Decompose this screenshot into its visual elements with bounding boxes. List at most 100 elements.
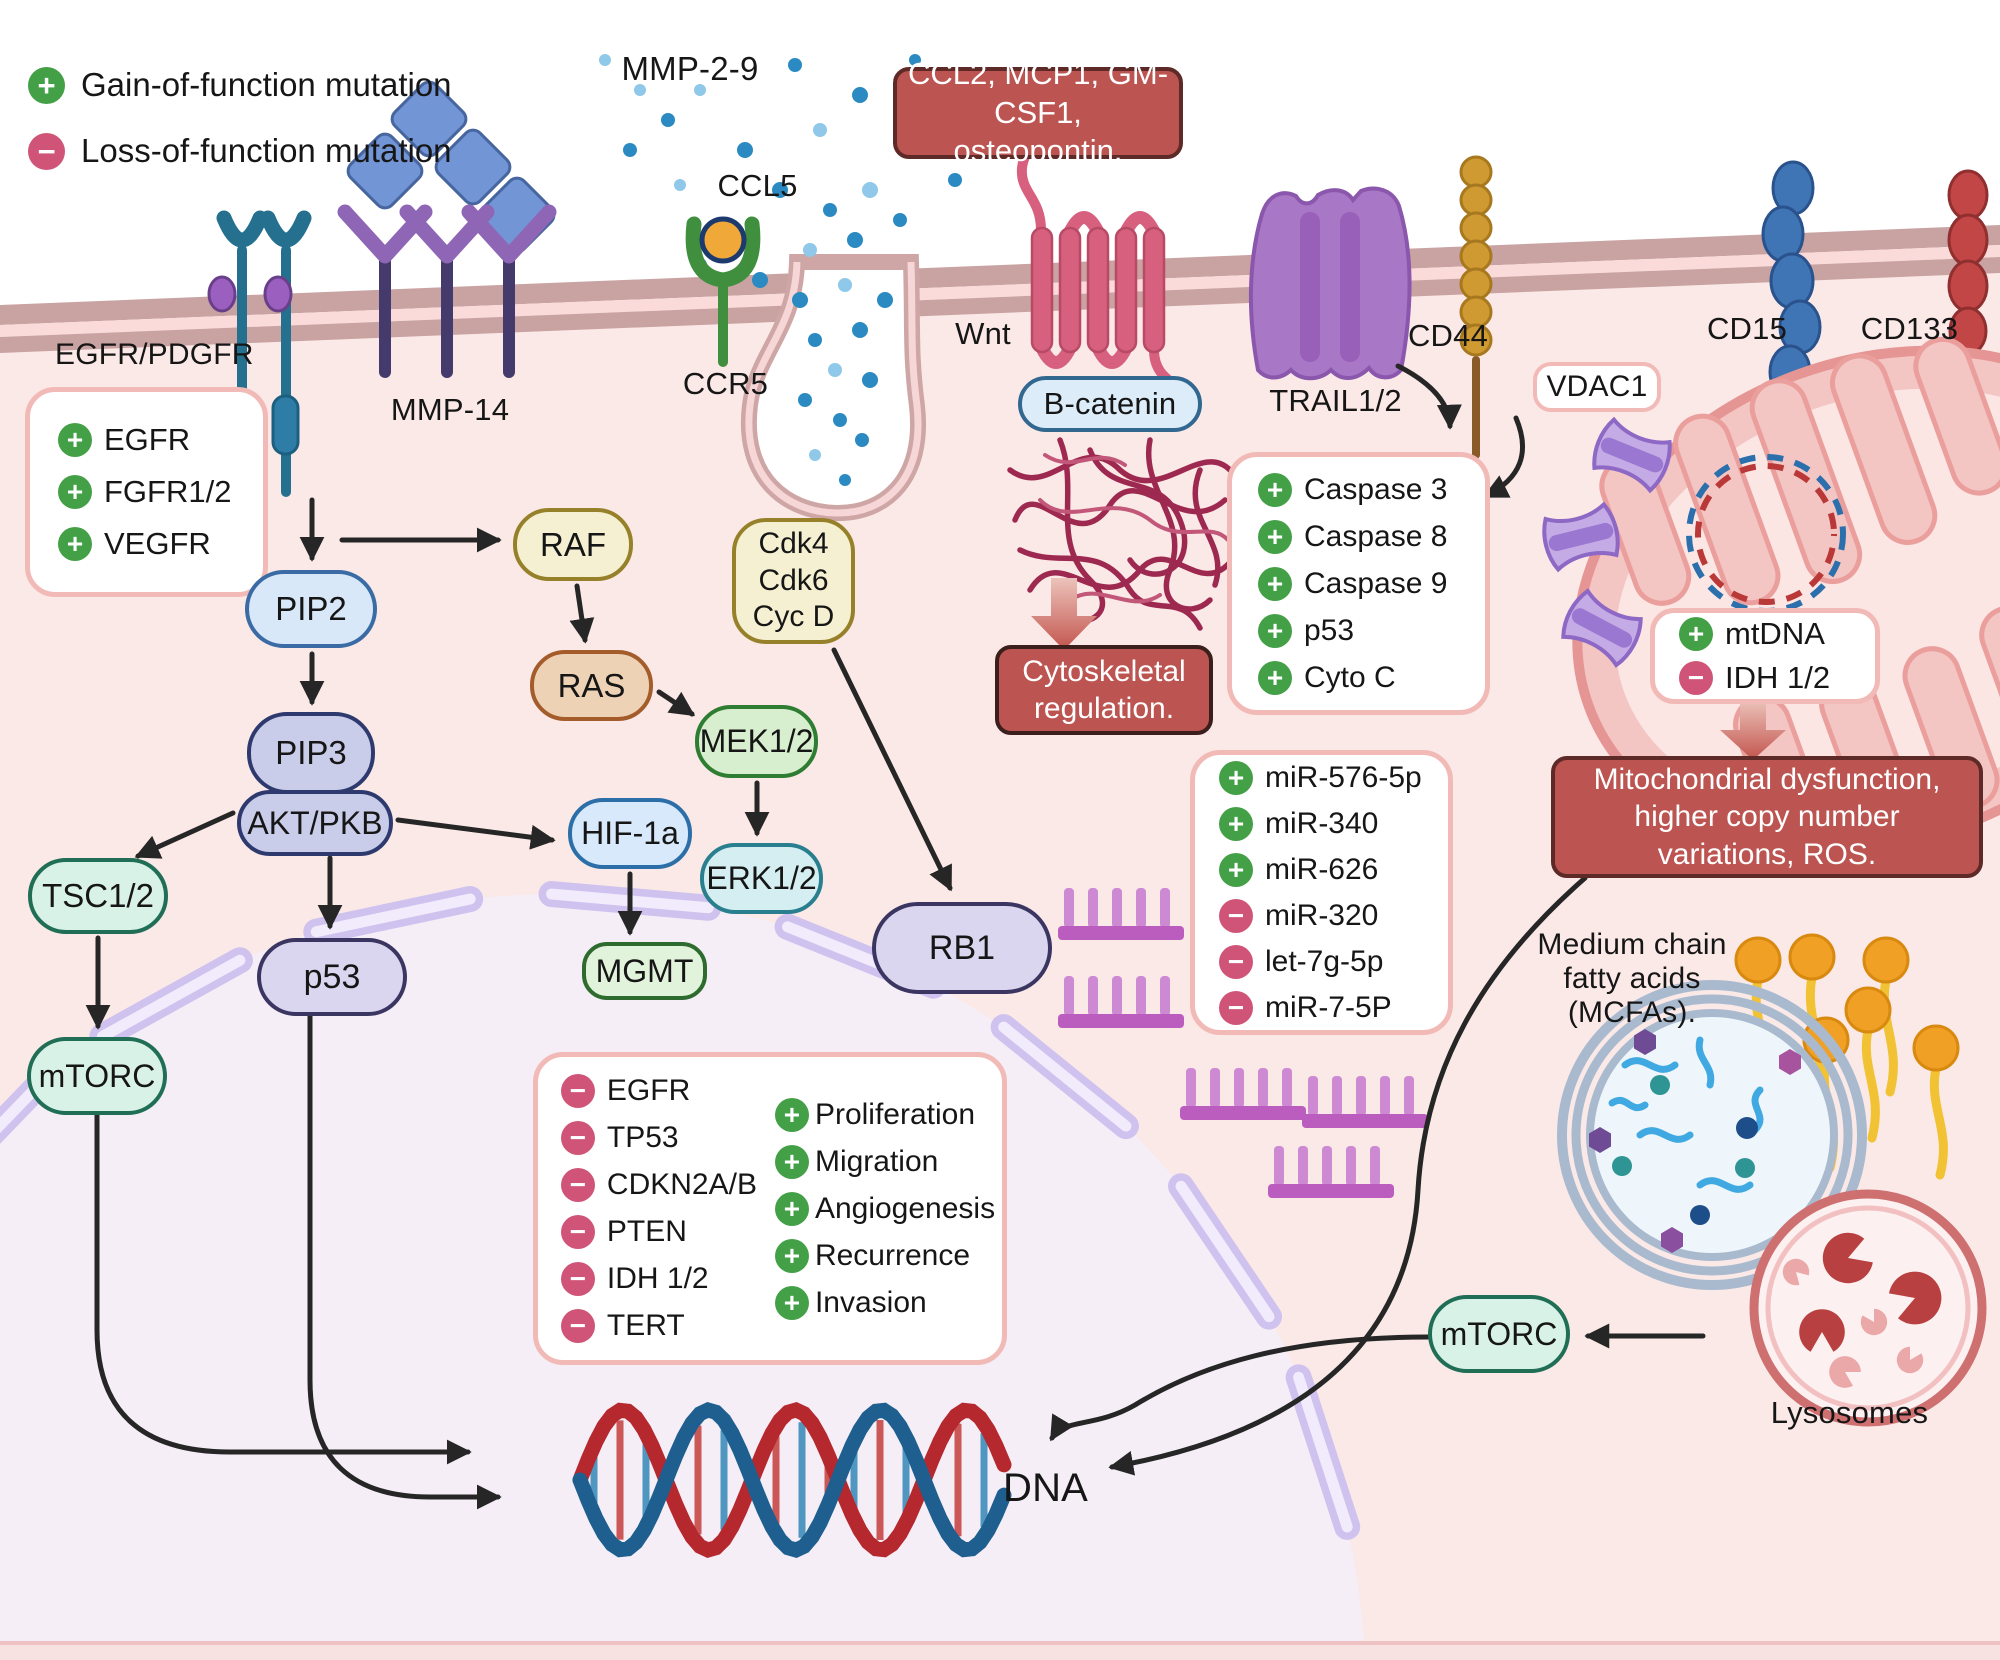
- list-item: −miR-320: [1219, 898, 1438, 933]
- item-label: EGFR: [606, 1074, 691, 1107]
- lysosomal-enzymes: [1799, 1232, 1942, 1352]
- ligand-icon: [263, 275, 293, 313]
- item-label: Cyto C: [1304, 660, 1396, 694]
- arrow-akt-to-tsc: [134, 810, 236, 859]
- bottom-membrane-strip: [0, 1641, 2000, 1660]
- endocytic-pit: [740, 254, 927, 522]
- mito-dysfunction-box: Mitochondrial dysfunction, higher copy n…: [1551, 756, 1983, 878]
- dna-helix: [572, 1402, 1012, 1558]
- list-item: +Invasion: [774, 1285, 995, 1320]
- cytoskeletal-box: Cytoskeletal regulation.: [995, 645, 1213, 735]
- list-item: +Angiogenesis: [774, 1191, 996, 1226]
- effects-column: +Proliferation +Migration +Angiogenesis …: [774, 1097, 996, 1320]
- receptor-mutation-box: +EGFR + FGFR1/2 + VEGFR: [25, 387, 268, 597]
- list-item: +mtDNA: [1679, 616, 1865, 652]
- item-label: miR-626: [1265, 852, 1379, 886]
- node-p53: p53: [257, 938, 407, 1016]
- genes-column: −EGFR −TP53 −CDKN2A/B −PTEN −IDH 1/2 −TE…: [560, 1074, 757, 1343]
- list-item: −TERT: [560, 1309, 757, 1343]
- item-label: Angiogenesis: [814, 1191, 996, 1225]
- mirna-comb-icon: [1302, 1076, 1428, 1128]
- list-item: −let-7g-5p: [1219, 944, 1438, 979]
- caspase-box: +Caspase 3 +Caspase 8 +Caspase 9 +p53 +C…: [1227, 452, 1490, 715]
- legend-gain-label: Gain-of-function mutation: [81, 66, 452, 103]
- mmp29-label: MMP-2-9: [621, 50, 759, 87]
- node-ras: RAS: [530, 650, 653, 721]
- item-label: Migration: [814, 1144, 939, 1178]
- ccr5-label: CCR5: [682, 366, 769, 401]
- item-label: miR-320: [1265, 898, 1379, 932]
- item-label: TP53: [606, 1121, 679, 1154]
- genes-effects-box: −EGFR −TP53 −CDKN2A/B −PTEN −IDH 1/2 −TE…: [533, 1052, 1007, 1365]
- mcfa-label: Medium chain fatty acids (MCFAs).: [1537, 928, 1727, 1030]
- loss-icon: −: [1219, 944, 1253, 979]
- dna-label: DNA: [1003, 1466, 1089, 1510]
- arrow-raf-to-ras: [569, 583, 595, 644]
- item-label: IDH 1/2: [606, 1262, 709, 1295]
- list-item: −EGFR: [560, 1074, 757, 1108]
- loss-icon: −: [1219, 898, 1253, 933]
- node-mgmt: MGMT: [582, 942, 707, 1000]
- gain-icon: +: [1219, 760, 1253, 795]
- loss-icon: −: [560, 1074, 595, 1108]
- mirna-box: + miR-576-5p +miR-340 + miR-626 −miR-320 −…: [1190, 750, 1453, 1035]
- item-label: FGFR1/2: [104, 474, 232, 509]
- arrow-akt-to-hif1a: [395, 817, 556, 850]
- item-label: miR-576-5p: [1265, 760, 1422, 794]
- mirna-comb-icon: [1058, 888, 1184, 940]
- gain-icon: +: [58, 475, 92, 509]
- gain-icon: +: [1219, 852, 1253, 887]
- node-tsc12: TSC1/2: [28, 858, 168, 934]
- arrow-dysfunction-to-dna: [1108, 875, 1588, 1476]
- list-item: −IDH 1/2: [1679, 660, 1865, 696]
- vdac-channels: [1542, 416, 1672, 668]
- item-label: VEGFR: [104, 526, 211, 561]
- legend-loss-label: Loss-of-function mutation: [81, 132, 452, 169]
- arrow-actin-to-cytoskeletal: [1031, 578, 1097, 650]
- gain-icon: +: [774, 1285, 809, 1320]
- node-akt-pkb: AKT/PKB: [237, 790, 393, 856]
- arrow-mtdna-to-dysfunction: [1720, 700, 1786, 760]
- list-item: +miR-340: [1219, 806, 1438, 841]
- item-label: CDKN2A/B: [606, 1168, 757, 1201]
- ligand-icon: [207, 275, 237, 313]
- lysosomes-label: Lysosomes: [1770, 1395, 1929, 1430]
- list-item: +Caspase 9: [1258, 566, 1475, 601]
- item-label: p53: [1304, 613, 1355, 647]
- arrow-p53-to-dna: [307, 1013, 502, 1510]
- pathway-arrows: [85, 363, 1706, 1510]
- arrow-trail-to-caspases: [1395, 363, 1462, 430]
- list-item: +Recurrence: [774, 1238, 995, 1273]
- gain-icon: +: [58, 527, 92, 561]
- list-item: + FGFR1/2: [58, 474, 253, 510]
- item-label: TERT: [606, 1309, 685, 1342]
- list-item: +EGFR: [58, 422, 253, 458]
- mirna-comb-icon: [1180, 1068, 1306, 1120]
- loss-of-function-icon: −: [28, 132, 65, 170]
- bcatenin-label: B-catenin: [1018, 376, 1202, 432]
- node-rb1: RB1: [872, 902, 1052, 994]
- ccr5-receptor: [685, 216, 761, 367]
- loss-icon: −: [560, 1215, 595, 1249]
- ccl5-ligand-icon: [699, 216, 747, 264]
- item-label: let-7g-5p: [1265, 944, 1384, 978]
- gain-icon: +: [1219, 806, 1253, 841]
- loss-icon: −: [1679, 661, 1713, 695]
- item-label: PTEN: [606, 1215, 687, 1248]
- item-label: Caspase 9: [1304, 566, 1448, 600]
- trail-receptor: [1248, 186, 1412, 381]
- gain-of-function-icon: +: [28, 66, 65, 104]
- gain-icon: +: [1258, 660, 1292, 695]
- node-raf: RAF: [513, 508, 633, 581]
- loss-icon: −: [560, 1262, 595, 1296]
- gain-icon: +: [1258, 472, 1292, 507]
- node-erk12: ERK1/2: [700, 843, 823, 914]
- actin-network: [1007, 437, 1235, 631]
- arrow-cdk-to-rb1: [831, 647, 953, 892]
- list-item: + Cyto C: [1258, 660, 1475, 695]
- nuclear-envelope: [0, 881, 1361, 1540]
- lysosome: [1749, 1189, 1987, 1427]
- mmp14-label: MMP-14: [390, 392, 510, 427]
- arrow-vdac-to-caspases: [1482, 415, 1525, 499]
